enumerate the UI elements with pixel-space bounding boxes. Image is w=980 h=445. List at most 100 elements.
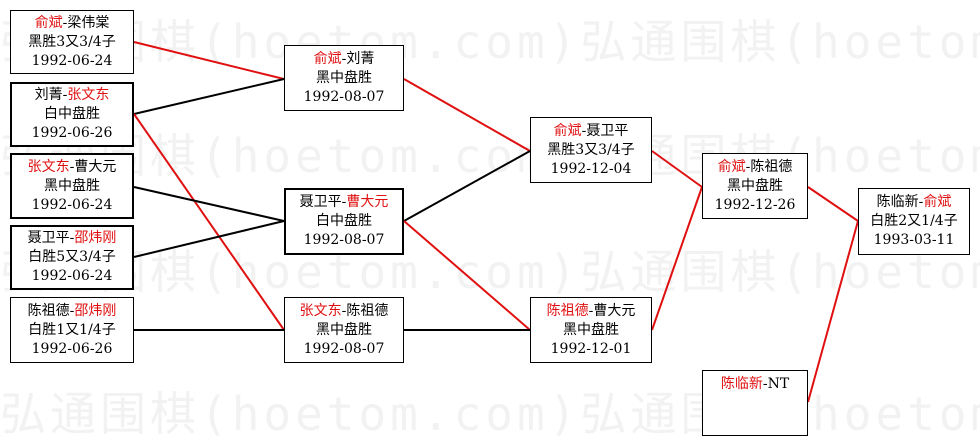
player-name: 聂卫平 [299,194,342,210]
date-text: 1992-06-24 [31,52,113,69]
player-name: 俞斌 [313,50,342,67]
dash-separator: - [69,230,75,246]
players-line: 陈临新-NT [721,375,789,394]
dash-separator: - [62,14,68,31]
result-text: 黑胜3又3/4子 [28,33,116,50]
players-line: 俞斌-梁伟棠 [35,14,110,33]
dash-separator: - [762,376,768,392]
result-text: 黑中盘胜 [563,321,619,338]
connector-line [403,220,531,331]
connector-line [651,186,703,331]
date-text: 1992-06-26 [31,125,113,141]
players-line: 聂卫平-曹大元 [300,193,389,212]
date-text: 1992-12-04 [550,160,632,177]
dash-separator: - [69,158,75,175]
players-line: 俞斌-陈祖德 [718,158,793,177]
connector-line [133,41,285,80]
dash-separator: - [341,50,347,67]
match-box: 陈临新-NT [702,370,808,436]
dash-separator: - [745,158,751,175]
player-name: 俞斌 [923,194,952,210]
connector-line [133,220,285,258]
players-line: 聂卫平-邵炜刚 [28,229,117,248]
result-text: 白胜2又1/4子 [870,213,958,229]
player-name: 刘菁 [34,87,63,103]
player-name: 俞斌 [717,158,746,175]
dash-separator: - [588,302,594,319]
match-box: 陈临新-俞斌白胜2又1/4子 1993-03-11 [858,188,970,255]
date-text: 1992-12-26 [714,196,796,213]
connector-line [807,186,859,222]
players-line: 俞斌-刘菁 [314,50,375,69]
player-name: 曹大元 [593,302,636,319]
player-name: 梁伟棠 [67,14,110,31]
date-text: 1992-12-01 [550,340,632,357]
dash-separator: - [341,302,347,319]
connector-line [651,150,703,188]
player-name: 陈临新 [720,376,763,392]
players-line: 陈临新-俞斌 [877,193,952,212]
connector-line [403,150,531,222]
connector-line [133,113,285,331]
connector-line [403,78,531,152]
player-name: 邵炜刚 [74,302,117,319]
player-name: 刘菁 [346,50,375,67]
result-text: 黑中盘胜 [316,69,372,86]
player-name: 曹大元 [74,158,117,175]
player-name: 陈祖德 [27,302,70,319]
players-line: 刘菁-张文东 [35,86,110,105]
connector-line [807,220,859,403]
date-text: 1992-08-07 [303,88,385,105]
result-text: 白胜5又3/4子 [28,249,116,265]
result-text: 黑中盘胜 [727,177,783,194]
connector-line [133,186,285,222]
players-line: 陈祖德-曹大元 [547,302,636,321]
date-text: 1992-06-24 [31,196,113,213]
player-name: 陈祖德 [346,302,389,319]
player-name: NT [767,376,790,392]
players-line: 张文东-曹大元 [28,158,117,177]
player-name: 聂卫平 [27,230,70,246]
player-name: 俞斌 [553,122,582,139]
date-text: 1992-06-24 [31,268,113,284]
date-text: 1992-08-07 [303,232,385,248]
dash-separator: - [918,194,924,210]
player-name: 张文东 [27,158,70,175]
date-text: 1993-03-11 [873,232,955,248]
date-text: 1992-06-26 [31,340,113,357]
dash-separator: - [69,302,75,319]
player-name: 邵炜刚 [74,230,117,246]
result-text: 黑中盘胜 [44,177,100,194]
players-line: 陈祖德-邵炜刚 [28,302,117,321]
result-text: 黑中盘胜 [316,321,372,338]
players-line: 俞斌-聂卫平 [554,122,629,141]
result-text: 白中盘胜 [44,106,100,122]
player-name: 陈祖德 [546,302,589,319]
player-name: 聂卫平 [586,122,629,139]
dash-separator: - [62,87,68,103]
player-name: 张文东 [67,87,110,103]
player-name: 曹大元 [346,194,389,210]
watermark-row: 弘通围棋(hoetom.com)弘通围棋(hoetom.com) [0,245,980,299]
dash-separator: - [341,194,347,210]
watermark-row: 弘通围棋(hoetom.com)弘通围棋(hoetom.com) [0,15,980,69]
date-text: 1992-08-07 [303,340,385,357]
players-line: 张文东-陈祖德 [300,302,389,321]
player-name: 陈祖德 [750,158,793,175]
player-name: 张文东 [299,302,342,319]
player-name: 俞斌 [34,14,63,31]
result-text: 白胜1又1/4子 [28,321,116,338]
watermark-row: 弘通围棋(hoetom.com)弘通围棋(hoetom.com) [0,387,980,441]
